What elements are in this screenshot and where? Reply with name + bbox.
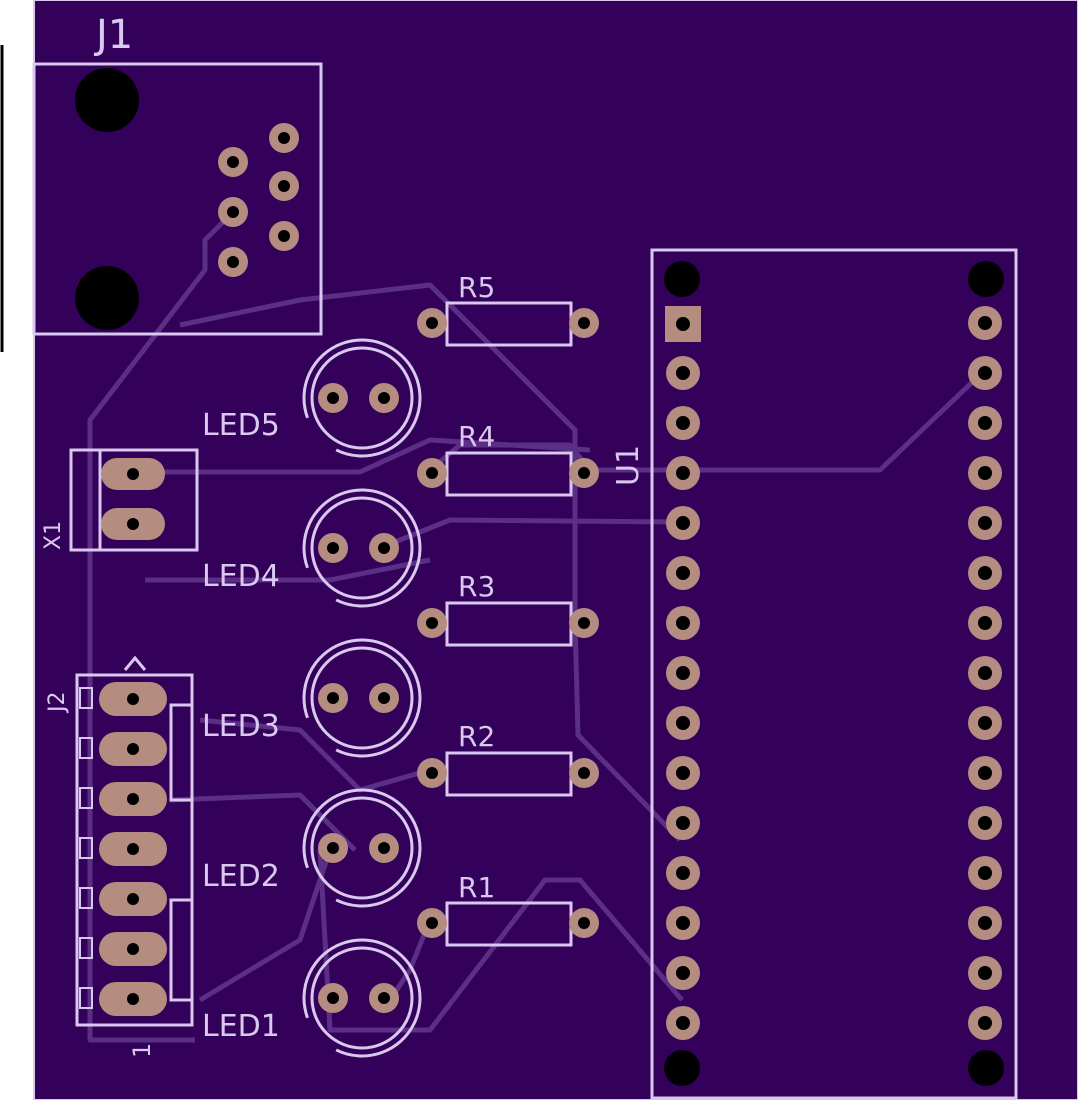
r5-label: R5: [458, 271, 495, 304]
connector-j1: J1: [32, 12, 323, 336]
led1-label: LED1: [202, 1009, 280, 1044]
j1-mount-hole-top: [75, 68, 139, 132]
u1-right-pad-hole: [978, 866, 992, 880]
board-substrate: [33, 0, 1078, 1100]
u1-right-pad-hole: [978, 816, 992, 830]
u1-left-pad-hole: [676, 366, 690, 380]
u1-right-pad-hole: [978, 466, 992, 480]
resistor-r2: R2: [417, 720, 599, 797]
u1-right-pad-hole: [978, 366, 992, 380]
module-u1: U1: [611, 248, 1018, 1100]
u1-left-pad-hole: [676, 666, 690, 680]
led1: LED1: [202, 938, 422, 1058]
u1-label: U1: [611, 445, 646, 486]
j1-outline: [32, 62, 323, 336]
led5: LED5: [202, 338, 422, 458]
j1-pads: [218, 123, 299, 277]
u1-left-pad-hole: [676, 766, 690, 780]
x1-outline: [69, 448, 199, 552]
resistor-r5: R5: [417, 271, 599, 347]
led4: LED4: [202, 488, 422, 608]
u1-right-pins: [968, 306, 1002, 1040]
u1-right-pad-hole: [978, 966, 992, 980]
u1-mount-holes: [664, 261, 1004, 1086]
led3: LED3: [202, 638, 422, 758]
j2-pin-tabs: [79, 687, 93, 1009]
u1-left-pad-hole: [676, 466, 690, 480]
r1-label: R1: [458, 871, 495, 904]
u1-left-pad-hole: [676, 866, 690, 880]
u1-left-pad-hole: [676, 516, 690, 530]
u1-right-pad-hole: [978, 416, 992, 430]
led2-label: LED2: [202, 859, 280, 894]
u1-left-pad-hole: [676, 1016, 690, 1030]
j1-mount-hole-bottom: [75, 266, 139, 330]
u1-right-pad-hole: [978, 566, 992, 580]
resistor-r3: R3: [417, 570, 599, 647]
u1-left-pad-hole: [676, 416, 690, 430]
resistor-group: R5 R4 R3 R2 R1: [417, 271, 599, 947]
j2-pin1-label: 1: [128, 1043, 156, 1058]
u1-left-pins: [666, 356, 700, 1040]
u1-left-pad-hole: [676, 916, 690, 930]
j2-outline: [75, 673, 194, 1027]
u1-right-pad-hole: [978, 316, 992, 330]
led-group: LED5 LED4 LED3 LED2 LED1: [202, 338, 422, 1058]
x1-label: X1: [41, 521, 66, 550]
u1-left-pad-hole: [676, 616, 690, 630]
r4-label: R4: [458, 420, 495, 453]
u1-left-pad-hole: [676, 716, 690, 730]
u1-left-pad-hole: [676, 966, 690, 980]
u1-right-pad-hole: [978, 516, 992, 530]
led2: LED2: [202, 788, 422, 908]
j1-label: J1: [93, 12, 133, 58]
j2-label: J2: [45, 692, 70, 715]
connector-j2: J2 1: [45, 655, 194, 1058]
u1-right-pad-hole: [978, 1016, 992, 1030]
r2-label: R2: [458, 720, 495, 753]
resistor-r4: R4: [417, 420, 599, 497]
u1-left-pad-hole: [676, 566, 690, 580]
led3-label: LED3: [202, 709, 280, 744]
r3-label: R3: [458, 570, 495, 603]
u1-right-pad-hole: [978, 716, 992, 730]
connector-x1: X1: [41, 448, 199, 552]
led4-label: LED4: [202, 559, 280, 594]
u1-right-pad-hole: [978, 766, 992, 780]
j2-drill-holes: [127, 693, 139, 1005]
resistor-r1: R1: [417, 871, 599, 947]
u1-left-pad-hole: [676, 816, 690, 830]
u1-right-pad-hole: [978, 666, 992, 680]
u1-right-pad-hole: [978, 916, 992, 930]
led5-label: LED5: [202, 408, 280, 443]
u1-right-pad-hole: [978, 616, 992, 630]
u1-outline: [650, 248, 1018, 1100]
